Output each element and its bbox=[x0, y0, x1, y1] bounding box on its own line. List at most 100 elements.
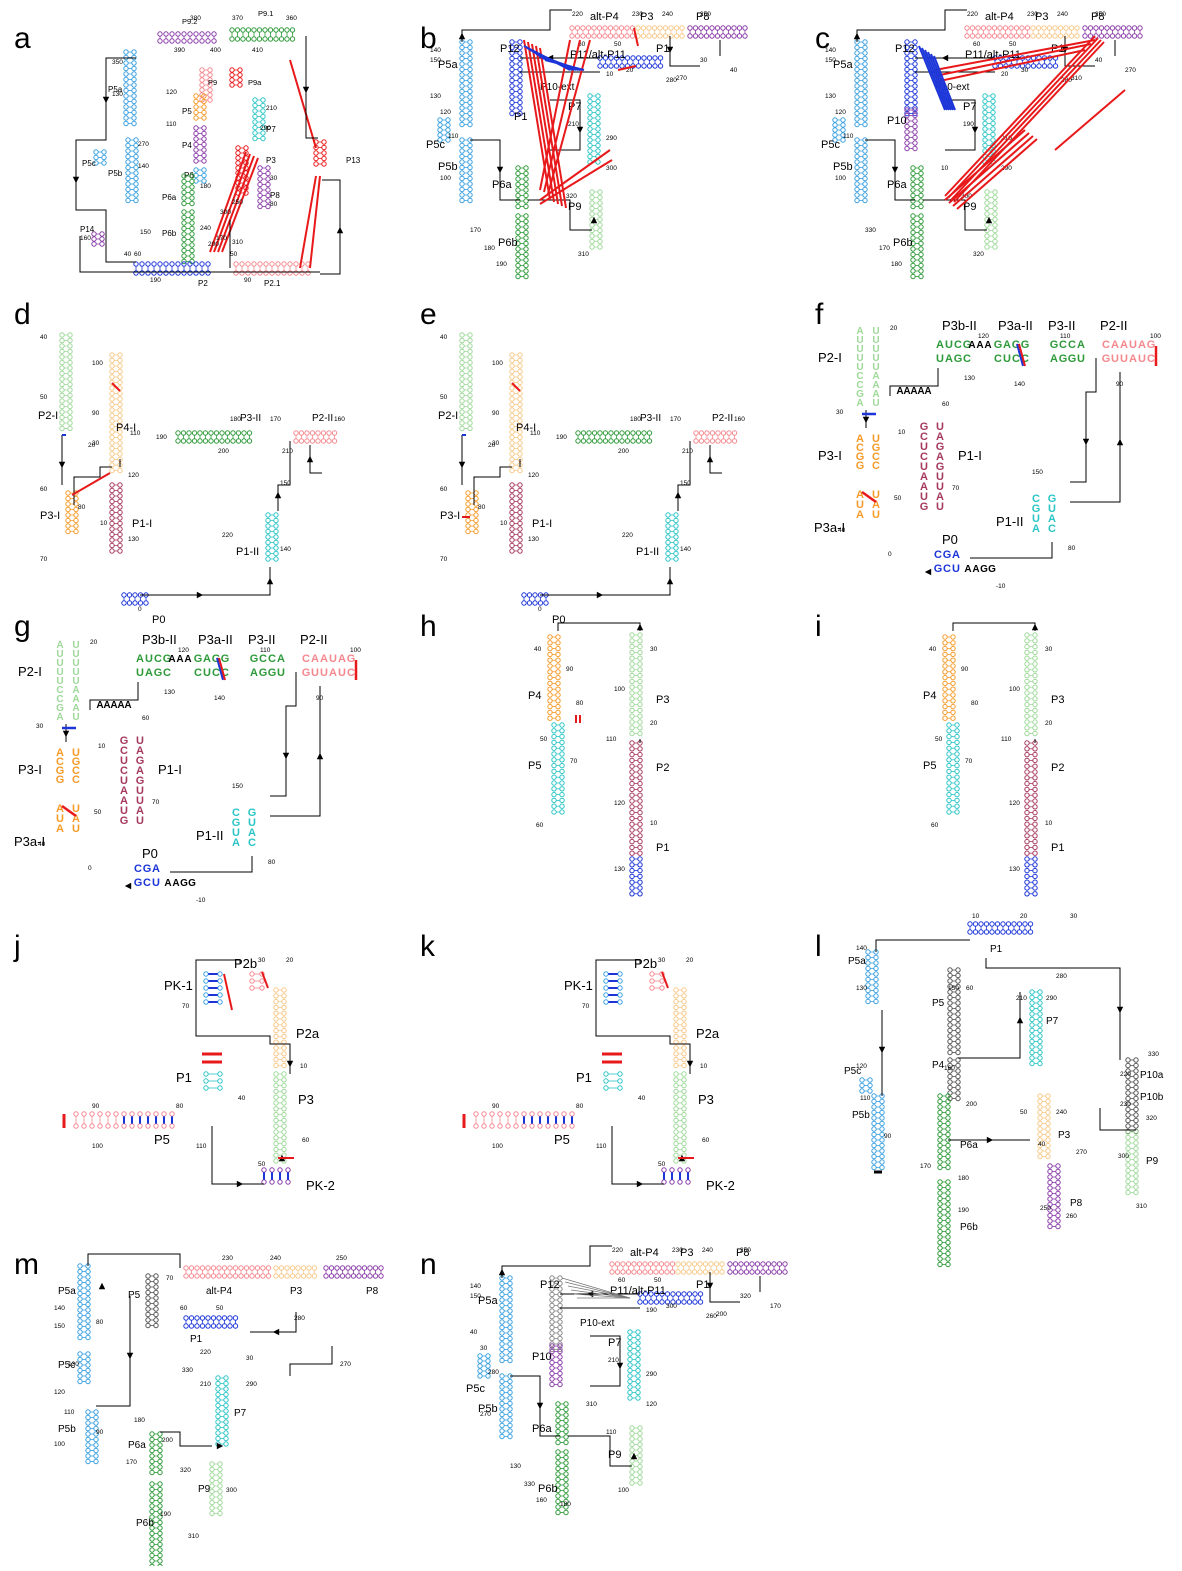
nucleotide bbox=[590, 190, 594, 194]
nucleotide bbox=[956, 1080, 960, 1084]
nucleotide bbox=[581, 34, 585, 38]
nucleotide bbox=[638, 874, 642, 878]
nucleotide bbox=[863, 45, 867, 49]
nucleotide bbox=[855, 95, 859, 99]
helix-label: P3-II bbox=[248, 632, 275, 647]
nucleotide bbox=[282, 1112, 286, 1116]
position-number: 120 bbox=[856, 1063, 867, 1070]
nucleotide bbox=[596, 94, 600, 98]
nucleotide: G bbox=[1147, 339, 1156, 351]
nucleotide bbox=[632, 1270, 636, 1274]
nucleotide bbox=[86, 1352, 90, 1356]
nucleotide bbox=[518, 67, 522, 71]
nucleotide bbox=[508, 1407, 512, 1411]
nucleotide bbox=[704, 26, 708, 30]
backbone-line bbox=[290, 1346, 332, 1376]
helix-label: P4 bbox=[923, 690, 936, 702]
nucleotide bbox=[150, 1509, 154, 1513]
nucleotide bbox=[614, 431, 618, 435]
position-number: 290 bbox=[246, 1381, 257, 1388]
nucleotide bbox=[638, 708, 642, 712]
nucleotide bbox=[250, 972, 254, 976]
nucleotide bbox=[544, 601, 548, 605]
nucleotide bbox=[761, 1270, 765, 1274]
position-number: 100 bbox=[92, 1143, 103, 1150]
nucleotide bbox=[246, 37, 250, 41]
nucleotide bbox=[1033, 708, 1037, 712]
position-number: 200 bbox=[966, 1101, 977, 1108]
nucleotide bbox=[938, 1185, 942, 1189]
nucleotide: U bbox=[277, 667, 285, 679]
nucleotide bbox=[518, 549, 522, 553]
position-number: 70 bbox=[440, 556, 448, 563]
nucleotide bbox=[874, 999, 878, 1003]
nucleotide bbox=[985, 195, 989, 199]
nucleotide bbox=[510, 89, 514, 93]
nucleotide bbox=[460, 176, 464, 180]
position-number: 220 bbox=[967, 11, 978, 18]
nucleotide bbox=[118, 353, 122, 357]
nucleotide bbox=[630, 868, 634, 872]
position-number: 30 bbox=[36, 723, 44, 730]
helix-label: P3 bbox=[1058, 1130, 1071, 1141]
nucleotide bbox=[556, 1440, 560, 1444]
nucleotide bbox=[833, 133, 837, 137]
nucleotide bbox=[282, 1107, 286, 1111]
nucleotide bbox=[224, 1398, 228, 1402]
nucleotide bbox=[510, 397, 514, 401]
nucleotide bbox=[951, 693, 955, 697]
nucleotide bbox=[951, 670, 955, 674]
nucleotide bbox=[294, 439, 298, 443]
nucleotide: G bbox=[1050, 339, 1059, 351]
helix-label: P3b-II bbox=[142, 632, 177, 647]
nucleotide: A bbox=[203, 653, 211, 665]
nucleotide bbox=[1126, 1091, 1130, 1095]
nucleotide bbox=[518, 106, 522, 110]
nucleotide bbox=[911, 230, 915, 234]
nucleotide bbox=[533, 601, 537, 605]
nucleotide bbox=[126, 193, 130, 197]
nucleotide bbox=[674, 1101, 678, 1105]
position-number: 230 bbox=[632, 11, 643, 18]
nucleotide bbox=[919, 204, 923, 208]
nucleotide bbox=[190, 248, 194, 252]
nucleotide bbox=[951, 699, 955, 703]
nucleotide bbox=[1030, 1017, 1034, 1021]
nucleotide bbox=[1020, 34, 1024, 38]
nucleotide bbox=[321, 439, 325, 443]
nucleotide bbox=[863, 182, 867, 186]
nucleotide bbox=[1025, 851, 1029, 855]
nucleotide bbox=[200, 88, 204, 92]
nucleotide bbox=[556, 693, 560, 697]
helix-label: P9 bbox=[198, 1484, 211, 1495]
nucleotide bbox=[638, 828, 642, 832]
crosslink-line bbox=[72, 473, 110, 495]
nucleotide bbox=[654, 1270, 658, 1274]
nucleotide bbox=[556, 1450, 560, 1454]
nucleotide bbox=[150, 1548, 154, 1552]
nucleotide bbox=[154, 1307, 158, 1311]
p6b-helix bbox=[938, 1180, 950, 1267]
nucleotide bbox=[855, 193, 859, 197]
nucleotide bbox=[737, 34, 741, 38]
nucleotide bbox=[674, 1034, 678, 1038]
nucleotide bbox=[552, 787, 556, 791]
helix-label: P5a bbox=[848, 956, 866, 967]
nucleotide bbox=[647, 431, 651, 435]
nucleotide bbox=[693, 1292, 697, 1296]
nucleotide bbox=[872, 1143, 876, 1147]
nucleotide bbox=[274, 1063, 278, 1067]
nucleotide bbox=[973, 922, 977, 926]
nucleotide bbox=[1046, 1132, 1050, 1136]
nucleotide bbox=[1030, 1001, 1034, 1005]
nucleotide bbox=[597, 26, 601, 30]
nucleotide bbox=[946, 1257, 950, 1261]
nucleotide bbox=[518, 494, 522, 498]
position-number: 90 bbox=[492, 1103, 500, 1110]
nucleotide bbox=[150, 1542, 154, 1546]
position-number: 90 bbox=[492, 410, 500, 417]
nucleotide bbox=[1134, 1118, 1138, 1122]
nucleotide bbox=[224, 1403, 228, 1407]
nucleotide bbox=[596, 121, 600, 125]
nucleotide bbox=[598, 212, 602, 216]
